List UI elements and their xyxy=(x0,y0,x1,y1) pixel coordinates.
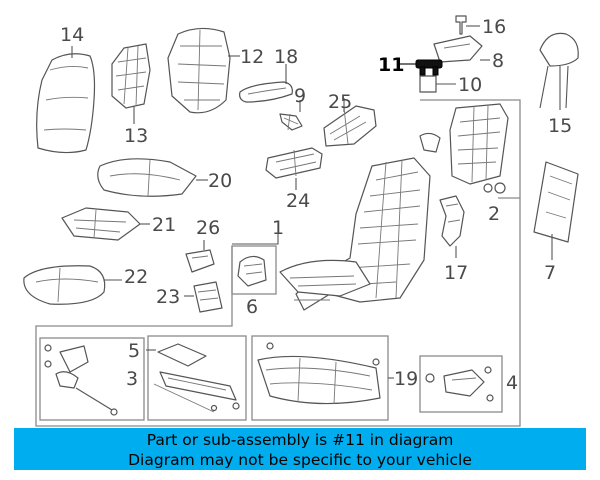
part-13-seat-back-pad xyxy=(111,43,151,109)
callout-23: 23 xyxy=(156,286,180,308)
callout-21: 21 xyxy=(152,214,176,236)
callout-20: 20 xyxy=(208,170,232,192)
callout-24: 24 xyxy=(286,190,310,212)
part-1-seat-frame xyxy=(279,157,431,311)
part-15-headrest xyxy=(539,32,579,109)
part-7-side-panel xyxy=(533,161,579,243)
part-26-bracket xyxy=(185,249,215,273)
part-8-bracket xyxy=(433,35,483,63)
callout-13: 13 xyxy=(124,125,148,147)
detail-frame-2 xyxy=(420,99,521,199)
callout-14: 14 xyxy=(60,24,84,46)
part-5-seat-rail xyxy=(153,343,240,413)
part-20-cushion-cover xyxy=(97,158,197,197)
callout-3: 3 xyxy=(126,368,138,390)
part-12-seat-back-cushion xyxy=(167,27,231,114)
detail-box-4 xyxy=(419,355,503,413)
detail-box-3 xyxy=(39,337,145,421)
part-25-side-trim xyxy=(323,105,377,147)
part-18-armrest xyxy=(239,81,293,103)
callout-6: 6 xyxy=(246,296,258,318)
notice-line-1: Part or sub-assembly is #11 in diagram xyxy=(146,431,454,449)
callout-10: 10 xyxy=(458,74,482,96)
callout-8: 8 xyxy=(492,50,504,72)
part-14-seat-back-cover xyxy=(36,53,96,154)
part-2-back-frame xyxy=(419,103,509,194)
callout-25: 25 xyxy=(328,91,352,113)
part-10-cap xyxy=(419,75,437,93)
detail-box-5 xyxy=(147,335,247,421)
lower-assembly-frame xyxy=(35,198,521,427)
part-23-cover xyxy=(193,281,223,313)
callout-1: 1 xyxy=(272,217,284,239)
notice-banner: Part or sub-assembly is #11 in diagram D… xyxy=(14,428,586,470)
callout-9: 9 xyxy=(294,85,306,107)
callout-12: 12 xyxy=(240,46,264,68)
callout-26: 26 xyxy=(196,217,220,239)
part-9-clip xyxy=(279,113,303,131)
leader-1 xyxy=(232,224,279,245)
part-21-cushion-pad xyxy=(61,207,141,241)
callout-17: 17 xyxy=(444,262,468,284)
callout-2: 2 xyxy=(488,203,500,225)
part-3-rail-parts xyxy=(44,344,118,416)
part-19-cushion-frame xyxy=(257,342,381,405)
callout-16: 16 xyxy=(482,16,506,38)
part-22-seat-cushion xyxy=(23,265,106,305)
part-6-adjuster xyxy=(237,255,267,287)
callout-15: 15 xyxy=(548,115,572,137)
part-11-clip-highlighted xyxy=(415,59,443,76)
callout-11: 11 xyxy=(378,54,404,76)
part-24-switch-bracket xyxy=(265,147,323,179)
callout-19: 19 xyxy=(394,368,418,390)
callout-4: 4 xyxy=(506,372,518,394)
callout-5: 5 xyxy=(128,340,140,362)
part-17-lever xyxy=(439,195,465,247)
callout-18: 18 xyxy=(274,46,298,68)
part-16-screw xyxy=(455,15,467,35)
part-4-adjuster-motor xyxy=(425,366,494,402)
notice-line-2: Diagram may not be specific to your vehi… xyxy=(128,451,472,469)
callout-7: 7 xyxy=(544,262,556,284)
callout-22: 22 xyxy=(124,266,148,288)
